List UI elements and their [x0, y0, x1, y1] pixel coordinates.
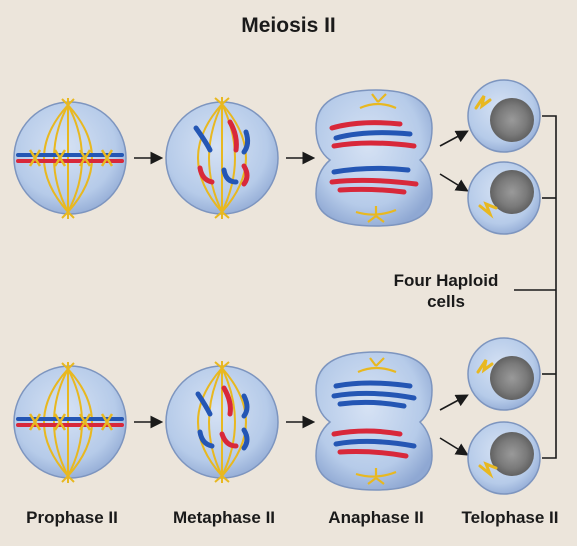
prophase-cell-top: [13, 98, 127, 219]
arrow: [439, 394, 469, 411]
result-bracket: [514, 115, 557, 459]
anaphase-cell-top: [315, 89, 433, 227]
arrow: [439, 173, 469, 192]
result-label-line2: cells: [427, 292, 465, 311]
stage-label-prophase: Prophase II: [26, 508, 118, 527]
chromosomes: [16, 149, 124, 167]
stage-label-anaphase: Anaphase II: [328, 508, 424, 527]
daughter-cell: [467, 421, 541, 495]
stage-label-metaphase: Metaphase II: [172, 508, 276, 527]
diagram-title: Meiosis II: [241, 14, 336, 37]
result-label-line1: Four Haploid: [393, 271, 499, 290]
arrow: [439, 130, 469, 147]
prophase-cell-bottom: [13, 362, 127, 483]
metaphase-cell-top: [165, 97, 279, 219]
anaphase-cell-bottom: [315, 351, 433, 491]
stage-label-telophase: Telophase II: [461, 508, 559, 527]
daughter-cell: [467, 79, 541, 153]
spindle-fibers: [43, 98, 93, 219]
result-label: Four Haploid cells: [378, 270, 514, 312]
metaphase-cell-bottom: [165, 361, 279, 483]
arrow: [439, 437, 469, 456]
daughter-cell: [467, 161, 541, 235]
daughter-cell: [467, 337, 541, 411]
